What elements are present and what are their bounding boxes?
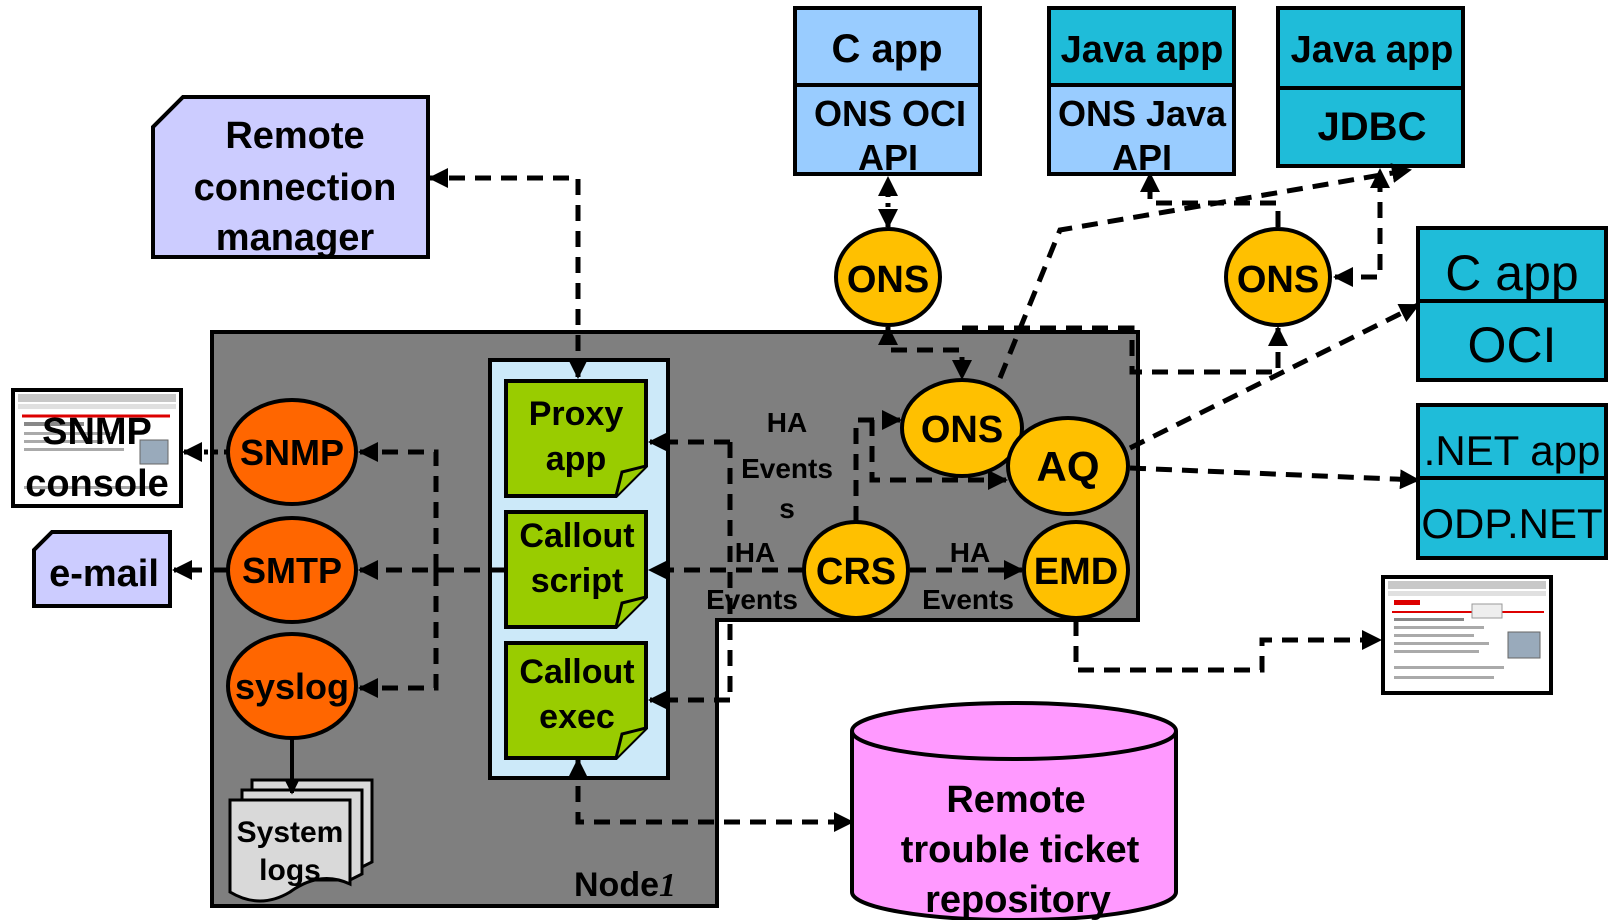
repository-line1: Remote [946,779,1085,821]
email-label: e-mail [49,553,159,595]
smtp-node[interactable]: SMTP [226,516,358,624]
edge-emd-emconsole [1073,620,1382,673]
browser-window-thumbnail-icon [18,394,176,489]
ha-right-line2: Events [922,584,1014,615]
java-app-jdbc-title: Java app [1291,29,1454,71]
callout-exec-line2: exec [539,698,615,736]
ha-right-line1: HA [950,537,990,568]
edge-crs-aq [869,420,1008,490]
c-app-top-api-line1: ONS OCI [814,93,966,134]
system-logs-line2: logs [259,854,321,887]
node-label: Node1 [574,866,676,904]
edge-aq-jdbc [997,163,1412,379]
c-app-top-api-line2: API [858,137,918,178]
edge-node-onsright [962,325,1288,375]
email-target[interactable]: e-mail [32,530,172,608]
snmp-console[interactable]: SNMP console [11,388,183,508]
crs-node[interactable]: CRS [802,520,910,620]
callout-exec[interactable]: Callout exec [504,641,648,760]
java-app-ons-api-line1: ONS Java [1058,93,1227,134]
system-logs-line1: System [237,816,344,849]
ha-events-left-label: HA Events [706,537,798,615]
proxy-app-script[interactable]: Proxy app [504,379,648,498]
proxy-app-line1: Proxy [529,395,624,433]
edge-callout-syslog [358,570,439,698]
net-app-odp[interactable]: .NET app ODP.NET [1416,403,1608,560]
syslog-label: syslog [235,666,349,707]
remote-manager-line2: connection [194,167,397,209]
edge-manager-proxy [428,168,588,379]
c-app-oci-title: C app [1445,245,1578,301]
node-container: Node1 [210,330,1140,908]
java-app-ons-java[interactable]: Java app ONS Java API [1047,6,1236,178]
callout-exec-line1: Callout [519,653,634,691]
snmp-label: SNMP [240,432,344,473]
ha-left-line1: HA [735,537,775,568]
emd-label: EMD [1034,551,1118,593]
ha-top-line2: Events [741,453,833,484]
java-app-jdbc[interactable]: Java app JDBC [1276,6,1465,168]
snmp-node[interactable]: SNMP [226,398,358,506]
remote-connection-manager[interactable]: Remote connection manager [151,95,430,259]
java-app-ons-title: Java app [1061,29,1224,71]
browser-window-thumbnail-icon [1388,581,1546,679]
ons-left-node[interactable]: ONS [834,227,942,327]
edge-exec-repository [568,758,854,832]
edge-crs-onslocal [853,410,902,522]
c-app-top-title: C app [831,27,942,71]
remote-manager-line3: manager [216,217,375,259]
remote-manager-line1: Remote [225,115,364,157]
callout-script-line1: Callout [519,517,634,555]
connectors [172,163,1420,832]
ha-events-top-label: HA Events s [741,407,833,524]
ons-left-label: ONS [847,259,929,301]
emd-node[interactable]: EMD [1022,520,1130,620]
ha-top-line1: HA [767,407,807,438]
edge-onsright-javaons [1140,172,1281,227]
snmp-console-line1: SNMP [42,411,152,453]
callout-script-line2: script [531,562,624,600]
edge-onsleft-onslocal [878,325,972,380]
ha-left-line2: Events [706,584,798,615]
edge-aq-coci [1128,302,1420,451]
java-app-jdbc-api: JDBC [1318,105,1427,149]
edge-callout-snmp [358,442,439,570]
net-app-api: ODP.NET [1421,500,1602,547]
ons-right-node[interactable]: ONS [1224,227,1332,327]
net-app-title: .NET app [1424,427,1601,474]
smtp-label: SMTP [242,550,342,591]
system-logs-stack[interactable]: System logs [228,778,374,903]
edge-aq-net [1129,465,1420,490]
c-app-oci-api: OCI [1468,317,1557,373]
ha-events-right-label: HA Events [922,537,1014,615]
c-app-ons-oci[interactable]: C app ONS OCI API [793,6,982,178]
proxy-app-line2: app [546,440,606,478]
syslog-node[interactable]: syslog [226,632,358,740]
ons-local-node[interactable]: ONS [900,378,1024,478]
ha-top-line3: s [779,493,795,524]
aq-node[interactable]: AQ [1006,416,1130,516]
aq-label: AQ [1037,443,1100,490]
java-app-ons-api-line2: API [1112,137,1172,178]
ons-local-label: ONS [921,409,1003,451]
callout-script[interactable]: Callout script [504,510,648,629]
trouble-ticket-repository[interactable]: Remote trouble ticket repository [850,701,1178,920]
snmp-console-line2: console [25,463,169,505]
em-console[interactable] [1381,575,1553,695]
repository-line2: trouble ticket [901,829,1140,871]
crs-label: CRS [816,551,896,593]
repository-line3: repository [925,879,1111,920]
ons-right-label: ONS [1237,259,1319,301]
edge-onsright-jdbc [1333,168,1390,287]
c-app-oci[interactable]: C app OCI [1416,226,1608,382]
